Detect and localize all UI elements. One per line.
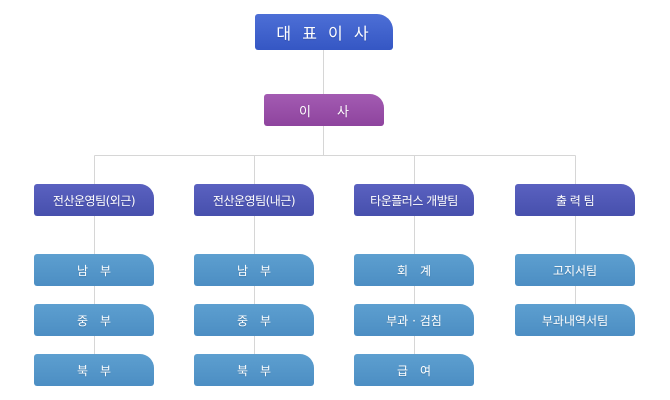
unit-box-north: 북 부 bbox=[194, 354, 314, 386]
unit-box-notice-team: 고지서팀 bbox=[515, 254, 635, 286]
unit-box-south: 남 부 bbox=[194, 254, 314, 286]
ceo-box: 대 표 이 사 bbox=[255, 14, 393, 50]
unit-box-south: 남 부 bbox=[34, 254, 154, 286]
unit-box-accounting: 회 계 bbox=[354, 254, 474, 286]
unit-box-north: 북 부 bbox=[34, 354, 154, 386]
dept-box-field-ops: 전산운영팀(외근) bbox=[34, 184, 154, 216]
unit-box-central: 중 부 bbox=[34, 304, 154, 336]
unit-box-payroll: 급 여 bbox=[354, 354, 474, 386]
unit-box-billing-statement-team: 부과내역서팀 bbox=[515, 304, 635, 336]
unit-box-billing-metering: 부과 · 검침 bbox=[354, 304, 474, 336]
dept-box-office-ops: 전산운영팀(내근) bbox=[194, 184, 314, 216]
director-box: 이 사 bbox=[264, 94, 384, 126]
dept-box-townplus-dev: 타운플러스 개발팀 bbox=[354, 184, 474, 216]
dept-box-print: 출 력 팀 bbox=[515, 184, 635, 216]
unit-box-central: 중 부 bbox=[194, 304, 314, 336]
